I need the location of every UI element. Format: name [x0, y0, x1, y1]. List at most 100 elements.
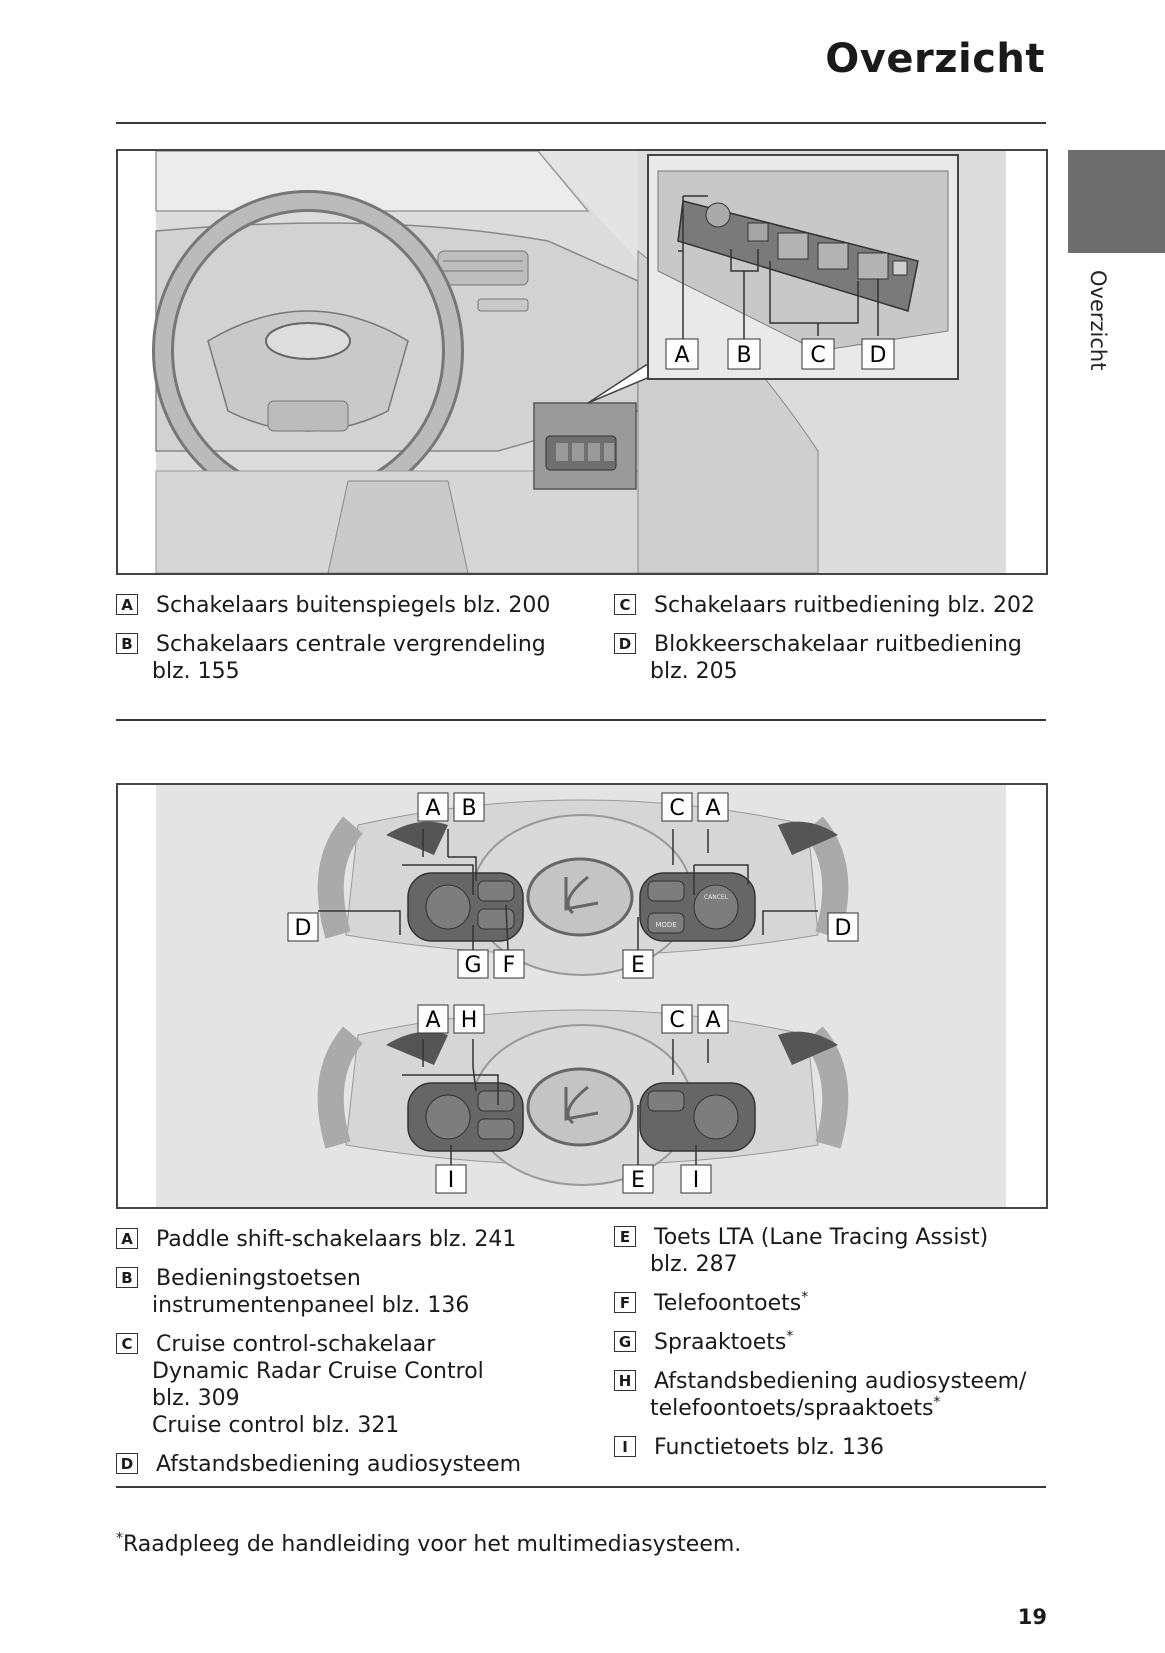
- legend-badge: G: [614, 1331, 636, 1352]
- legend-item-d: D Blokkeerschakelaar ruitbediening blz. …: [614, 631, 1044, 685]
- svg-text:A: A: [674, 343, 689, 368]
- callout-top-d-right: D: [828, 913, 858, 941]
- callout-bottom-i-right: I: [681, 1165, 711, 1193]
- legend-text: blz. 155: [152, 658, 586, 685]
- legend-text: Telefoontoets: [654, 1291, 801, 1316]
- legend-text: instrumentenpaneel blz. 136: [152, 1292, 586, 1319]
- legend-text: Afstandsbediening audiosysteem/: [654, 1368, 1044, 1395]
- svg-text:D: D: [870, 343, 887, 368]
- legend-text: Blokkeerschakelaar ruitbediening: [654, 631, 1044, 658]
- legend-text: Cruise control-schakelaar: [156, 1331, 586, 1358]
- legend-item-c: C Schakelaars ruitbediening blz. 202: [614, 592, 1044, 619]
- cancel-button-text: CANCEL: [704, 894, 729, 901]
- door-switches-illustration: A B C D: [118, 151, 1046, 573]
- svg-text:A: A: [425, 1008, 440, 1033]
- legend-item-f: F Telefoontoets*: [614, 1290, 1044, 1317]
- callout-top-a-left: A: [418, 793, 448, 821]
- page-title: Overzicht: [825, 36, 1045, 82]
- page-number: 19: [1018, 1605, 1047, 1629]
- legend-badge: A: [116, 1228, 138, 1249]
- svg-text:G: G: [464, 953, 481, 978]
- callout-a: A: [666, 339, 698, 369]
- legend-text: Schakelaars centrale vergrendeling: [156, 631, 586, 658]
- callout-top-c: C: [662, 793, 692, 821]
- callout-b: B: [728, 339, 760, 369]
- legend-text: Paddle shift-schakelaars blz. 241: [156, 1226, 586, 1253]
- svg-text:A: A: [705, 796, 720, 821]
- legend-badge: H: [614, 1370, 636, 1391]
- legend-text-wrap: telefoontoets/spraaktoets*: [650, 1395, 1044, 1422]
- legend-text: blz. 287: [650, 1251, 1044, 1278]
- callout-top-d-left: D: [288, 913, 318, 941]
- svg-text:A: A: [425, 796, 440, 821]
- footer-divider: [116, 1486, 1046, 1488]
- legend-text: Schakelaars buitenspiegels blz. 200: [156, 592, 586, 619]
- legend-fig1-left: A Schakelaars buitenspiegels blz. 200 B …: [116, 592, 586, 697]
- legend-text: Functietoets blz. 136: [654, 1434, 1044, 1461]
- callout-top-f: F: [494, 950, 524, 978]
- legend-item-e: E Toets LTA (Lane Tracing Assist) blz. 2…: [614, 1224, 1044, 1278]
- legend-badge: E: [614, 1226, 636, 1247]
- section-divider: [116, 719, 1046, 721]
- legend-item-a: A Schakelaars buitenspiegels blz. 200: [116, 592, 586, 619]
- callout-bottom-e: E: [623, 1165, 653, 1193]
- callout-bottom-i-left: I: [436, 1165, 466, 1193]
- callout-top-a-right: A: [698, 793, 728, 821]
- legend-badge: I: [614, 1436, 636, 1457]
- callout-d: D: [862, 339, 894, 369]
- svg-text:D: D: [835, 916, 852, 941]
- footnote-marker: *: [116, 1531, 123, 1547]
- callout-bottom-a-left: A: [418, 1005, 448, 1033]
- legend-badge: F: [614, 1292, 636, 1313]
- legend-item-g: G Spraaktoets*: [614, 1329, 1044, 1356]
- callout-top-b: B: [454, 793, 484, 821]
- callout-top-g: G: [458, 950, 488, 978]
- footnote-marker: *: [933, 1395, 940, 1411]
- legend-item-b: B Bedieningstoetsen instrumentenpaneel b…: [116, 1265, 586, 1319]
- footnote: *Raadpleeg de handleiding voor het multi…: [116, 1532, 741, 1557]
- legend-text: Schakelaars ruitbediening blz. 202: [654, 592, 1044, 619]
- svg-text:D: D: [295, 916, 312, 941]
- section-tab: [1068, 150, 1165, 253]
- footnote-marker: *: [786, 1329, 793, 1345]
- svg-text:I: I: [693, 1168, 700, 1193]
- figure-door-switches: A B C D: [116, 149, 1048, 575]
- callout-c: C: [802, 339, 834, 369]
- legend-fig2-left: A Paddle shift-schakelaars blz. 241 B Be…: [116, 1226, 586, 1490]
- figure-steering-switches: MODE CANCEL: [116, 783, 1048, 1209]
- legend-item-i: I Functietoets blz. 136: [614, 1434, 1044, 1461]
- steering-switches-illustration: MODE CANCEL: [118, 785, 1046, 1207]
- svg-text:F: F: [503, 953, 516, 978]
- legend-text-wrap: Spraaktoets*: [654, 1329, 1044, 1356]
- footnote-marker: *: [801, 1290, 808, 1306]
- svg-text:I: I: [448, 1168, 455, 1193]
- legend-badge: C: [116, 1333, 138, 1354]
- legend-item-a: A Paddle shift-schakelaars blz. 241: [116, 1226, 586, 1253]
- legend-text: Afstandsbediening audiosysteem: [156, 1451, 586, 1478]
- header-divider: [116, 122, 1046, 124]
- svg-text:B: B: [461, 796, 476, 821]
- section-tab-label: Overzicht: [1086, 270, 1110, 370]
- legend-badge: B: [116, 633, 138, 654]
- legend-text: telefoontoets/spraaktoets: [650, 1396, 933, 1421]
- legend-text: Dynamic Radar Cruise Control: [152, 1358, 586, 1385]
- callout-bottom-a-right: A: [698, 1005, 728, 1033]
- svg-text:H: H: [461, 1008, 478, 1033]
- svg-text:E: E: [631, 953, 645, 978]
- legend-text: Bedieningstoetsen: [156, 1265, 586, 1292]
- svg-text:C: C: [669, 1008, 684, 1033]
- legend-item-h: H Afstandsbediening audiosysteem/ telefo…: [614, 1368, 1044, 1422]
- callout-bottom-h: H: [454, 1005, 484, 1033]
- legend-badge: A: [116, 594, 138, 615]
- svg-text:B: B: [736, 343, 751, 368]
- mode-button-text: MODE: [655, 921, 676, 929]
- svg-text:A: A: [705, 1008, 720, 1033]
- legend-item-d: D Afstandsbediening audiosysteem: [116, 1451, 586, 1478]
- legend-fig2-right: E Toets LTA (Lane Tracing Assist) blz. 2…: [614, 1224, 1044, 1473]
- legend-fig1-right: C Schakelaars ruitbediening blz. 202 D B…: [614, 592, 1044, 697]
- legend-item-b: B Schakelaars centrale vergrendeling blz…: [116, 631, 586, 685]
- legend-badge: B: [116, 1267, 138, 1288]
- legend-item-c: C Cruise control-schakelaar Dynamic Rada…: [116, 1331, 586, 1439]
- footnote-text: Raadpleeg de handleiding voor het multim…: [123, 1532, 741, 1557]
- svg-text:C: C: [669, 796, 684, 821]
